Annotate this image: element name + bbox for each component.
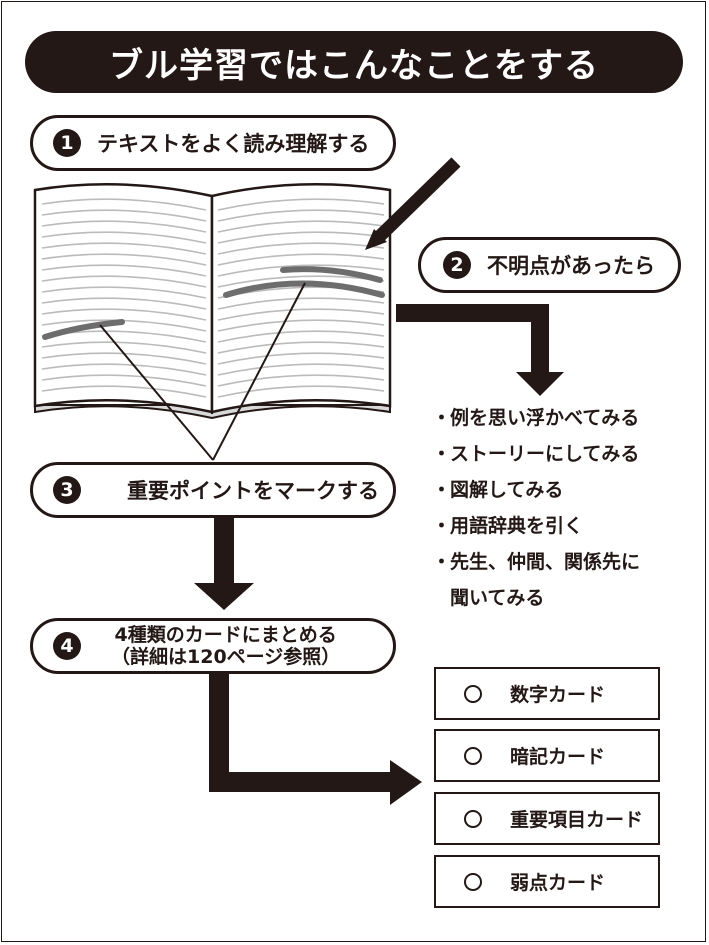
book-line-right — [217, 341, 385, 354]
tip-item: ・用語辞典を引く — [432, 515, 584, 537]
book-line-left — [41, 385, 207, 398]
book-line-right — [217, 308, 385, 321]
book-line-right — [217, 220, 385, 233]
tip-item: ・ストーリーにしてみる — [432, 443, 640, 465]
book-line-right — [217, 352, 385, 365]
book-line-right — [217, 231, 385, 244]
step-1-read-text: 1 テキストをよく読み理解する — [30, 115, 396, 171]
book-line-left — [41, 209, 207, 222]
circle-icon — [464, 872, 482, 891]
book-line-right — [217, 363, 385, 376]
book-line-left — [41, 374, 207, 387]
arrow-to-cards-head — [390, 760, 422, 805]
card-number: 数字カード — [434, 667, 660, 720]
marker-line-left — [42, 319, 125, 340]
circle-icon — [464, 684, 482, 703]
step-3-number: 3 — [53, 476, 81, 504]
book-text-lines — [41, 198, 385, 398]
book-line-right — [217, 264, 385, 277]
marker-line-right-1 — [280, 266, 383, 283]
pen-icon — [365, 157, 461, 250]
book-line-left — [41, 341, 207, 354]
step-4-label: 4種類のカードにまとめる （詳細は120ページ参照） — [111, 624, 341, 668]
book-line-right — [217, 385, 385, 398]
circle-icon — [464, 809, 482, 828]
book-line-left — [41, 363, 207, 376]
step-4-make-cards: 4 4種類のカードにまとめる （詳細は120ページ参照） — [30, 618, 396, 674]
pointer-line-right — [212, 282, 306, 461]
arrow-to-cards — [209, 674, 392, 792]
book-line-left — [41, 352, 207, 365]
step-2-label: 不明点があったら — [487, 254, 655, 278]
card-memorize: 暗記カード — [434, 729, 660, 782]
book-line-left — [41, 231, 207, 244]
book-line-left — [41, 198, 207, 211]
card-weak-points: 弱点カード — [434, 855, 660, 908]
arrow-to-tips — [396, 304, 549, 374]
step-1-label: テキストをよく読み理解する — [97, 132, 370, 156]
tips-list: ・例を思い浮かべてみる ・ストーリーにしてみる ・図解してみる ・用語辞典を引く… — [432, 400, 702, 616]
tip-item: ・先生、仲間、関係先に聞いてみる — [432, 551, 641, 609]
marker-line-right-2 — [223, 280, 385, 298]
book-line-right — [217, 330, 385, 343]
book-line-right — [217, 297, 385, 310]
book-line-right — [217, 198, 385, 211]
book-line-left — [41, 253, 207, 266]
step-2-unclear-points: 2 不明点があったら — [418, 237, 681, 293]
pointer-line-left — [99, 324, 214, 461]
book-line-right — [217, 374, 385, 387]
book-line-right — [217, 319, 385, 332]
step-2-number: 2 — [443, 251, 471, 279]
book-line-left — [41, 275, 207, 288]
step-3-label: 重要ポイントをマークする — [127, 479, 379, 503]
circle-icon — [464, 746, 482, 765]
tip-item: ・例を思い浮かべてみる — [432, 407, 640, 429]
step-3-mark-points: 3 重要ポイントをマークする — [30, 462, 396, 518]
arrow-3-to-4-head — [194, 583, 254, 610]
page-title: ブル学習ではこんなことをする — [25, 31, 683, 93]
step-1-number: 1 — [53, 129, 81, 157]
book-line-left — [41, 286, 207, 299]
tip-item: ・図解してみる — [432, 479, 564, 501]
book-line-right — [217, 253, 385, 266]
book-line-left — [41, 220, 207, 233]
book-line-left — [41, 308, 207, 321]
book-line-left — [41, 242, 207, 255]
book-line-right — [217, 209, 385, 222]
book-line-right — [217, 242, 385, 255]
step-4-number: 4 — [53, 632, 81, 660]
arrow-to-tips-head — [516, 372, 564, 396]
book-line-left — [41, 264, 207, 277]
book-line-left — [41, 297, 207, 310]
card-important-items: 重要項目カード — [434, 792, 660, 845]
